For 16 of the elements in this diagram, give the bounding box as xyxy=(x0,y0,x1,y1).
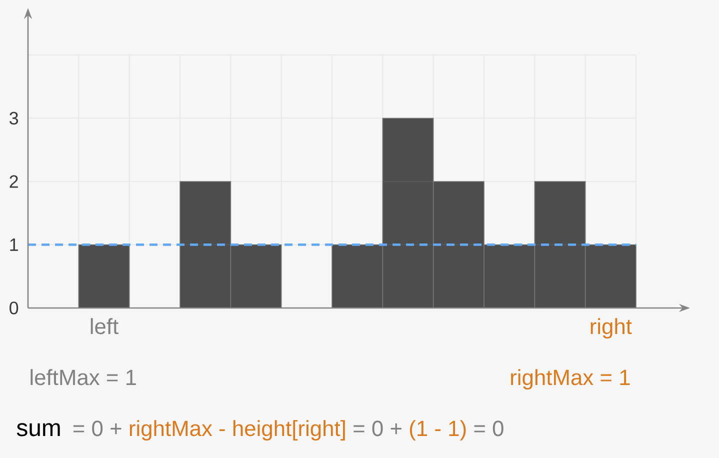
variable-label: leftMax = 1 xyxy=(30,369,136,386)
label: = 0 + xyxy=(73,420,122,436)
label: = 0 xyxy=(474,420,504,436)
pointer-label: left xyxy=(90,318,118,334)
label: rightMax - height[right] xyxy=(130,420,345,441)
y-tick-label: 0 xyxy=(10,302,18,314)
y-tick-label: 2 xyxy=(10,175,18,188)
formula: sum = 0 + rightMax - height[right] = 0 + (1 - 1) = 0 xyxy=(16,420,504,441)
variable-label: rightMax = 1 xyxy=(511,369,630,390)
y-tick-label: 3 xyxy=(10,112,18,125)
pointer-label: right xyxy=(590,318,632,339)
y-tick-label: 1 xyxy=(10,238,18,251)
label: (1 - 1) xyxy=(410,420,466,441)
label: sum xyxy=(16,423,60,436)
bar xyxy=(78,244,130,308)
label: = 0 + xyxy=(354,420,402,436)
